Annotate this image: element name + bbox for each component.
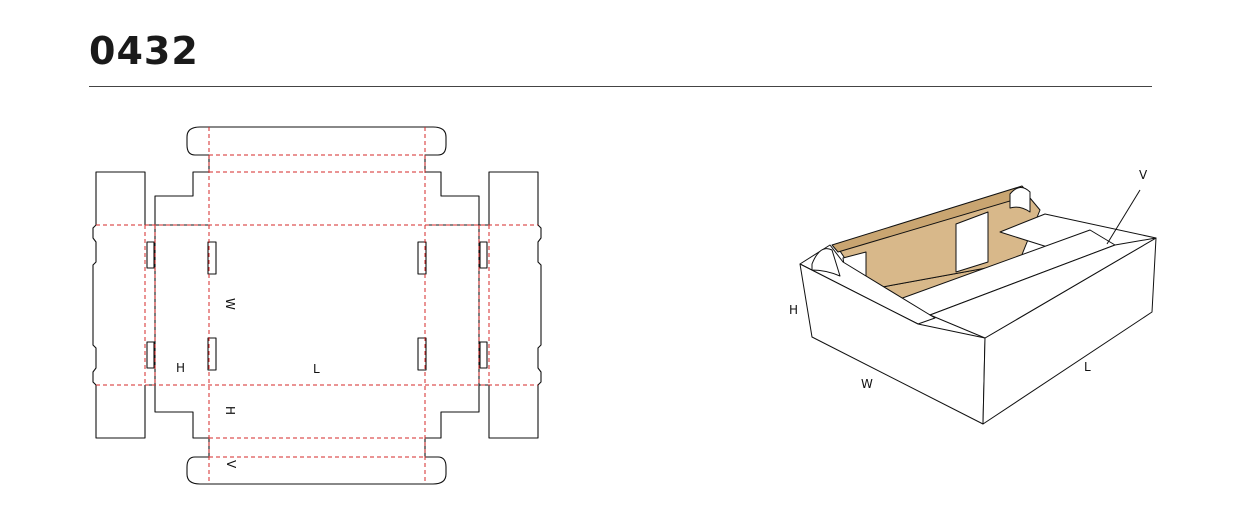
box-label-h: H: [789, 303, 798, 317]
left-side-panel: [92, 171, 146, 439]
top-lid-flap: [186, 126, 447, 172]
box-rolled-flap-curl: [1009, 187, 1031, 213]
dust-flap-top-right: [425, 171, 489, 226]
lock-slot: [207, 337, 217, 371]
pointer-line-v: [1106, 189, 1141, 245]
page-title: 0432: [89, 29, 199, 73]
box-3d-view: [799, 185, 1157, 425]
dim-label-h-flap: H: [223, 406, 237, 415]
lock-slot: [479, 341, 488, 369]
box-label-v: V: [1139, 168, 1148, 182]
dim-label-h: H: [176, 361, 185, 375]
lock-slot: [417, 241, 427, 275]
dim-label-w: W: [223, 298, 237, 310]
lock-slot: [146, 341, 155, 369]
back-wall-window: [955, 211, 989, 273]
lock-slot: [207, 241, 217, 275]
right-side-panel: [488, 171, 542, 439]
bottom-lid-flap: [186, 438, 447, 485]
lock-slot: [479, 241, 488, 269]
lock-slot: [417, 337, 427, 371]
title-divider: [89, 86, 1152, 87]
dust-flap-bottom-left: [145, 384, 209, 439]
fold-lines: [96, 127, 538, 484]
dim-label-l: L: [313, 362, 320, 376]
cut-lines: [92, 126, 542, 485]
dust-flap-top-left: [145, 171, 209, 226]
lock-slot: [146, 241, 155, 269]
dim-label-v: V: [224, 460, 238, 469]
box-top-rim-right: [929, 237, 1157, 339]
box-rolled-flap-curl-left: [811, 248, 841, 277]
dust-flap-bottom-right: [425, 384, 489, 439]
box-label-w: W: [861, 377, 873, 391]
flat-dieline: H L W H V: [92, 126, 542, 485]
box-label-l: L: [1084, 360, 1091, 374]
